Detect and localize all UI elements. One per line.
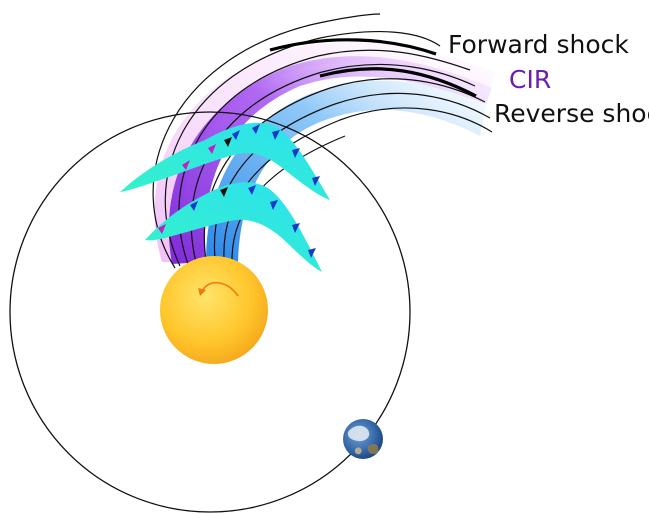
field-line xyxy=(178,49,471,265)
sun-icon xyxy=(160,256,268,364)
earth-orbit xyxy=(9,111,411,513)
arrow-black xyxy=(220,187,228,197)
forward-shock-label: Forward shock xyxy=(448,30,629,59)
field-line xyxy=(152,13,381,269)
upper-stream-structure xyxy=(120,122,330,200)
arrow-blue xyxy=(308,248,316,258)
lower-stream-structure xyxy=(145,182,322,272)
arrow-blue xyxy=(292,223,300,233)
field-line xyxy=(164,31,441,267)
cir-label: CIR xyxy=(509,65,552,94)
arrow-magenta xyxy=(208,144,216,154)
stream-structures xyxy=(120,122,330,272)
field-arrows xyxy=(158,124,320,258)
arrow-blue xyxy=(272,130,280,140)
arrow-blue xyxy=(270,200,278,210)
arrow-magenta xyxy=(158,224,166,234)
earth-icon xyxy=(343,419,383,459)
arrow-blue xyxy=(312,176,320,186)
arrow-blue xyxy=(190,201,198,211)
arrow-blue xyxy=(252,124,260,134)
arrow-magenta xyxy=(182,160,190,170)
rotation-arrow-icon xyxy=(198,281,239,297)
arrow-black xyxy=(224,137,232,147)
arrow-blue xyxy=(248,185,256,195)
arrow-blue xyxy=(292,148,300,158)
forward-shock-curve xyxy=(269,38,437,56)
arrow-blue xyxy=(232,130,240,140)
reverse-blue-band xyxy=(206,80,486,262)
reverse-shock-label: Reverse shock xyxy=(494,99,649,128)
reverse-shock-curve xyxy=(319,67,477,98)
